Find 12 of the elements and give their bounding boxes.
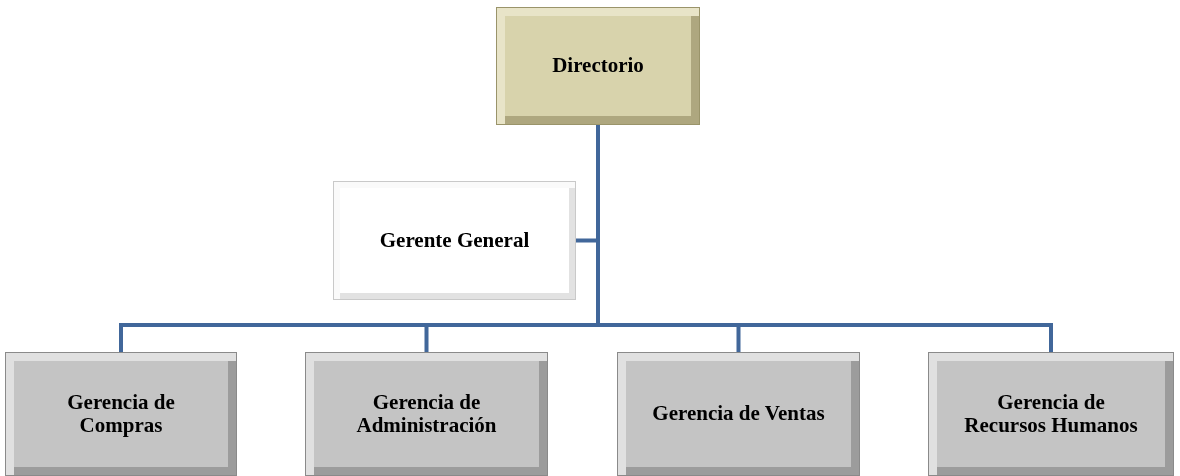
box-label: Gerencia de Administración (355, 390, 498, 438)
box-label: Gerencia de Ventas (652, 402, 825, 426)
org-box (5, 352, 237, 476)
org-box (333, 181, 576, 300)
box-label: Gerente General (379, 228, 530, 253)
box-label: Gerencia de Compras (66, 390, 176, 438)
org-box (928, 352, 1174, 476)
box-label: Gerencia de Recursos Humanos (963, 390, 1139, 438)
box-label: Directorio (552, 54, 644, 78)
org-box (305, 352, 548, 476)
org-box (617, 352, 860, 476)
org-box (496, 7, 700, 125)
